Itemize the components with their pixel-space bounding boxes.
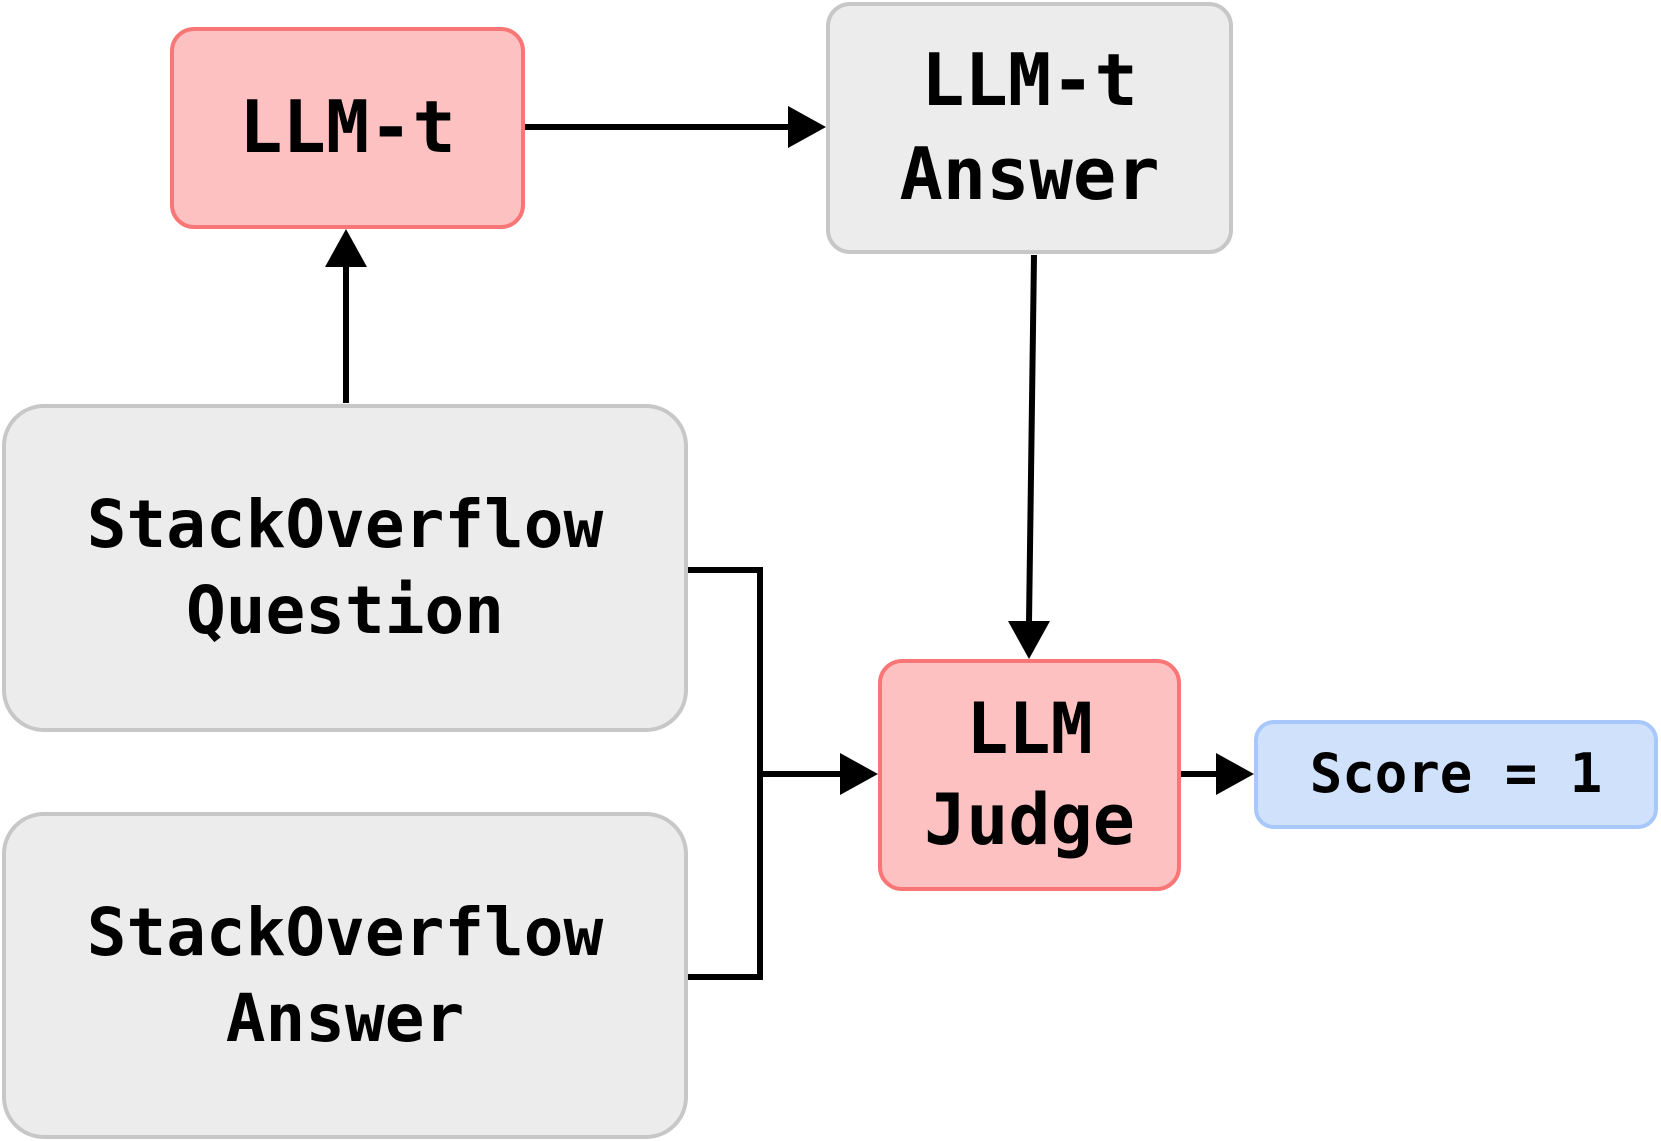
llm-t-answer-label-line2: Answer xyxy=(899,132,1160,216)
llm-t-label: LLM-t xyxy=(239,85,456,170)
arrowhead-into-score xyxy=(1216,753,1254,795)
stackoverflow-answer-node: StackOverflow Answer xyxy=(2,812,688,1139)
score-node: Score = 1 xyxy=(1254,720,1658,829)
edge-bracket-inputs xyxy=(688,567,763,980)
stackoverflow-question-label-line1: StackOverflow xyxy=(86,486,604,564)
arrowhead-into-llmt-answer xyxy=(788,106,826,148)
llm-judge-label-line2: Judge xyxy=(924,779,1135,861)
stackoverflow-answer-label-line2: Answer xyxy=(225,979,465,1057)
stackoverflow-answer-label-line1: StackOverflow xyxy=(86,893,604,971)
llm-judge-label-line1: LLM xyxy=(966,688,1093,770)
stackoverflow-question-label-line2: Question xyxy=(186,572,504,649)
llm-t-node: LLM-t xyxy=(170,27,525,229)
score-label: Score = 1 xyxy=(1309,742,1603,806)
arrowhead-into-llmt xyxy=(325,229,367,267)
llm-t-answer-label-line1: LLM-t xyxy=(921,38,1138,123)
arrowhead-into-judge-left xyxy=(840,753,878,795)
llm-judge-node: LLM Judge xyxy=(878,659,1181,891)
stackoverflow-question-node: StackOverflow Question xyxy=(2,404,688,732)
arrowhead-into-judge-top xyxy=(1008,621,1050,659)
llm-t-answer-node: LLM-t Answer xyxy=(826,2,1233,254)
edge-llmt-answer-to-judge xyxy=(1026,254,1037,623)
